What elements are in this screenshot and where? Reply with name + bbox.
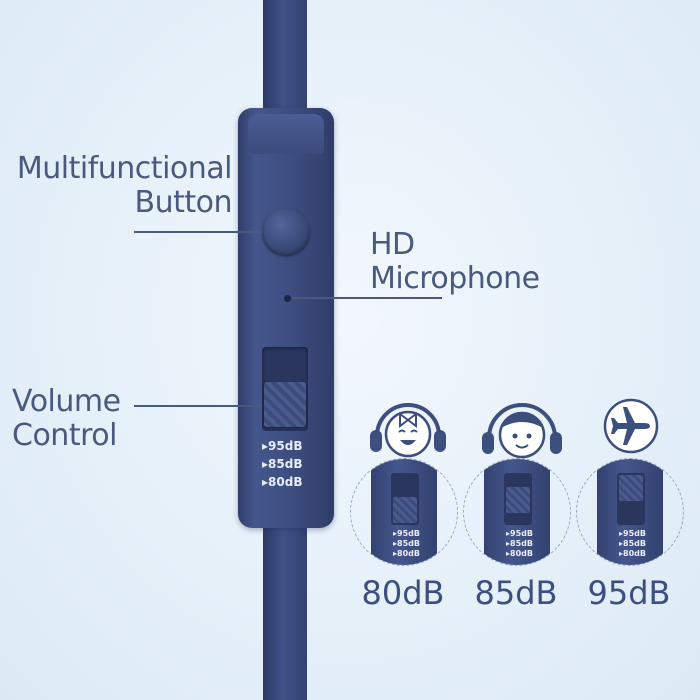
- mode-zoom-circle-1: ▸95dB ▸85dB ▸80dB: [350, 458, 458, 566]
- callout-volume: Volume Control: [12, 385, 152, 453]
- cable-top: [263, 0, 307, 115]
- airplane-icon: [603, 398, 659, 454]
- zoom-scale: ▸95dB ▸85dB ▸80dB: [506, 529, 533, 559]
- callout-multifunctional: Multifunctional Button: [10, 151, 233, 220]
- remote-scale-item: ▸80dB: [262, 475, 303, 489]
- callout-volume-line1: Volume: [12, 384, 121, 419]
- callout-multifunctional-line2: Button: [134, 185, 233, 220]
- zoom-scale-item: ▸80dB: [506, 549, 533, 558]
- remote-scale-item: ▸95dB: [262, 439, 303, 453]
- cable-bottom: [263, 520, 307, 700]
- zoom-slider-thumb: [393, 497, 417, 523]
- microphone-hole: [284, 295, 291, 302]
- callout-multifunctional-line1: Multifunctional: [16, 151, 233, 186]
- callout-microphone-line: [292, 297, 442, 299]
- mode-label-1: 80dB: [361, 574, 445, 612]
- zoom-scale-item: ▸80dB: [619, 549, 646, 558]
- callout-microphone-line2: Microphone: [370, 261, 540, 296]
- remote-bevel: [248, 114, 324, 154]
- mode-zoom-circle-2: ▸95dB ▸85dB ▸80dB: [463, 458, 571, 566]
- callout-volume-line2: Control: [12, 418, 117, 453]
- zoom-scale: ▸95dB ▸85dB ▸80dB: [393, 529, 420, 559]
- remote-scale: ▸95dB ▸85dB ▸80dB: [262, 437, 322, 491]
- zoom-scale-item: ▸95dB: [619, 529, 646, 538]
- zoom-scale-item: ▸95dB: [506, 529, 533, 538]
- callout-volume-line: [134, 405, 262, 407]
- callout-microphone-line1: HD: [370, 227, 415, 262]
- zoom-scale-item: ▸80dB: [393, 549, 420, 558]
- zoom-scale: ▸95dB ▸85dB ▸80dB: [619, 529, 646, 559]
- mode-label-3: 95dB: [587, 574, 671, 612]
- zoom-scale-item: ▸85dB: [619, 539, 646, 548]
- zoom-slider-thumb: [506, 487, 530, 513]
- multifunction-button[interactable]: [262, 208, 310, 256]
- inline-remote: [238, 108, 334, 528]
- child-face-headphones-icon: [370, 403, 446, 458]
- adult-face-headphones-icon: [482, 403, 562, 459]
- zoom-scale-item: ▸95dB: [393, 529, 420, 538]
- zoom-slider-thumb: [619, 475, 643, 501]
- remote-scale-item: ▸85dB: [262, 457, 303, 471]
- callout-microphone: HD Microphone: [370, 228, 570, 296]
- callout-multifunctional-line: [134, 231, 262, 233]
- volume-slider-thumb[interactable]: [264, 382, 306, 427]
- mode-label-2: 85dB: [474, 574, 558, 612]
- zoom-scale-item: ▸85dB: [393, 539, 420, 548]
- mode-zoom-circle-3: ▸95dB ▸85dB ▸80dB: [576, 458, 684, 566]
- zoom-scale-item: ▸85dB: [506, 539, 533, 548]
